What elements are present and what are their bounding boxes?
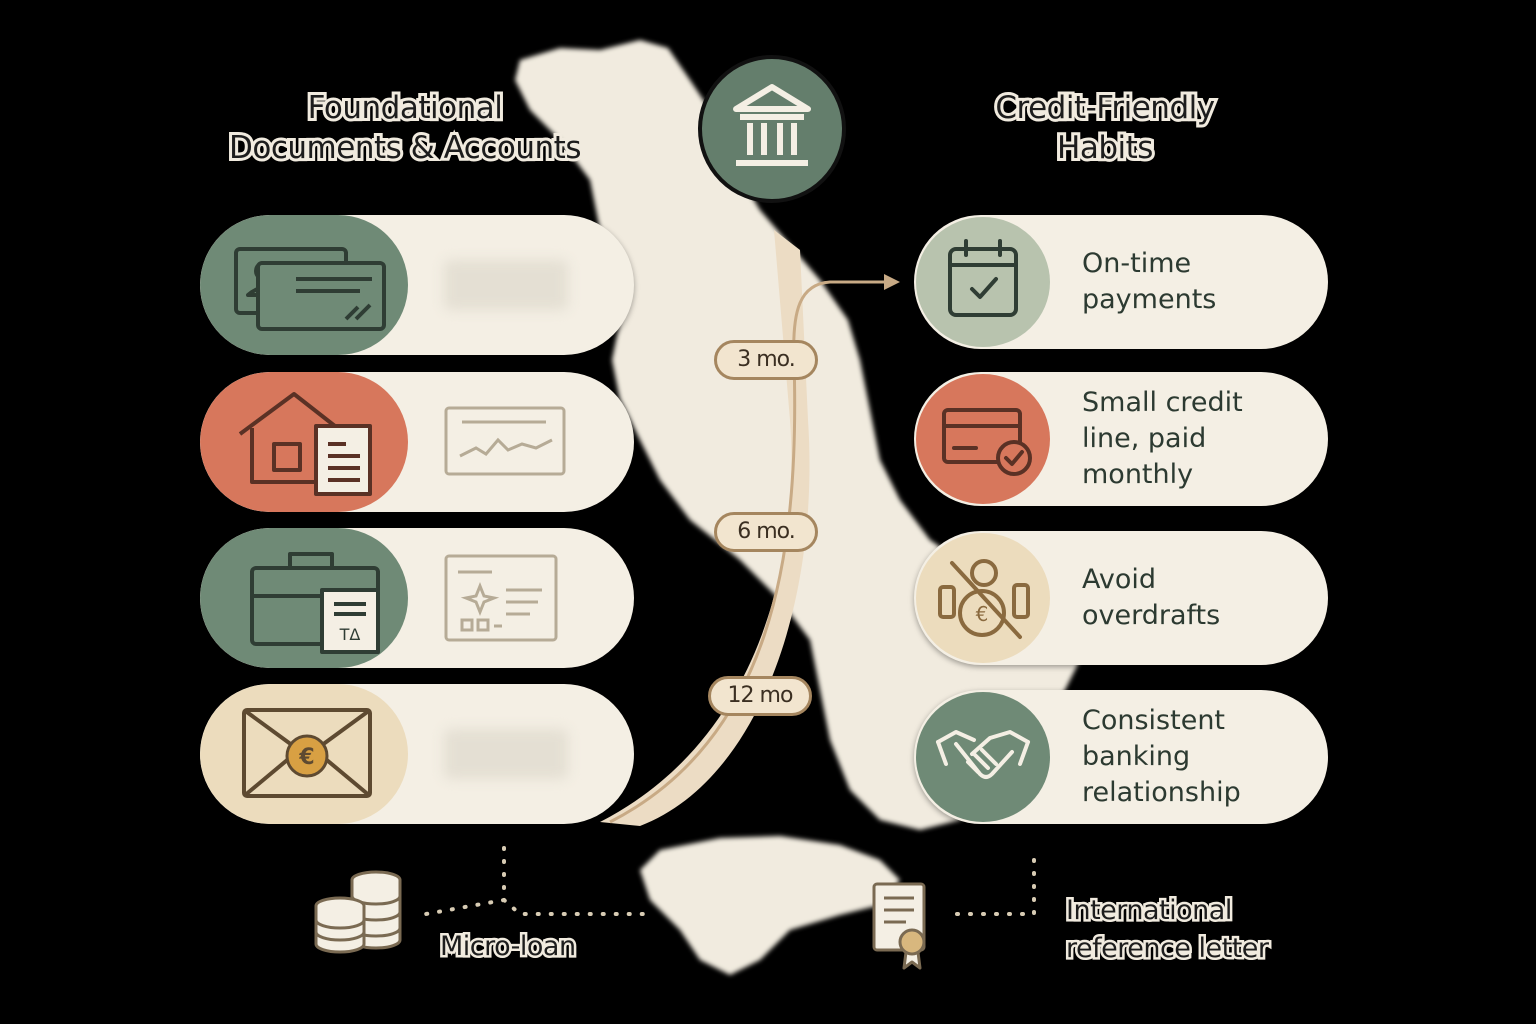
reference-letter-label: International reference letter	[1064, 893, 1272, 967]
habit-card-banking-relationship: Consistent banking relationship	[914, 690, 1328, 824]
habit-card-ontime: On-time payments	[914, 215, 1328, 349]
id-card-icon	[234, 247, 386, 331]
handshake-icon	[936, 730, 1030, 779]
document-card-bank-account: €	[200, 684, 634, 824]
briefcase-tax-icon: TΔ	[250, 552, 380, 654]
timeline-6mo: 6 mo.	[714, 512, 818, 552]
habit-label: Small credit line, paid monthly	[1082, 387, 1243, 490]
credit-card-check-icon	[942, 408, 1032, 476]
timeline-3mo: 3 mo.	[714, 340, 818, 380]
habit-card-credit-line: Small credit line, paid monthly	[914, 372, 1328, 506]
euro-envelope-icon: €	[242, 708, 372, 798]
left-heading-line1: Foundational	[305, 87, 506, 129]
no-coins-icon: €	[938, 559, 1030, 639]
right-heading: Credit-Friendly Habits	[960, 87, 1250, 169]
blurred-placeholder	[444, 729, 568, 779]
timeline-12mo: 12 mo	[708, 676, 812, 716]
left-heading: Foundational Documents & Accounts	[200, 87, 610, 169]
document-card-address	[200, 372, 634, 512]
coin-stacks-icon	[314, 870, 402, 954]
right-heading-line1: Credit-Friendly	[992, 87, 1218, 129]
tax-form-text: TΔ	[339, 625, 361, 644]
document-card-employment: TΔ	[200, 528, 634, 668]
blurred-placeholder	[444, 260, 568, 310]
habit-card-overdrafts: € Avoid overdrafts	[914, 531, 1328, 665]
habit-label: Consistent banking relationship	[1082, 705, 1241, 808]
habit-label: Avoid overdrafts	[1082, 564, 1221, 631]
certificate-icon	[872, 882, 926, 970]
left-heading-line2: Documents & Accounts	[226, 127, 584, 169]
chart-card-icon	[444, 406, 566, 476]
house-document-icon	[238, 392, 372, 496]
svg-text:€: €	[298, 745, 314, 770]
microloan-label: Micro-loan	[438, 929, 579, 965]
document-card-id	[200, 215, 634, 355]
habit-label: On-time payments	[1082, 248, 1217, 315]
svg-text:€: €	[976, 602, 989, 626]
bank-icon	[698, 55, 846, 203]
right-heading-line2: Habits	[1054, 127, 1156, 169]
certificate-card-icon	[444, 554, 558, 642]
calendar-check-icon	[948, 239, 1018, 317]
